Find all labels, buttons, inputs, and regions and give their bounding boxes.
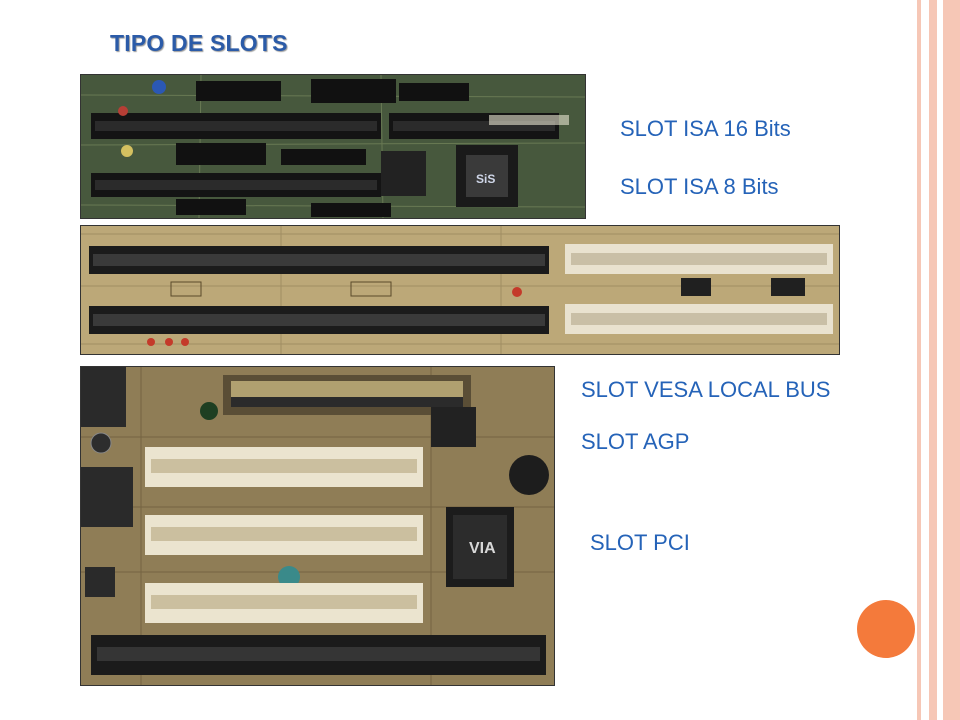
vesa-slots-photo: [80, 225, 840, 355]
label-isa-16: SLOT ISA 16 Bits: [620, 116, 791, 141]
pci-board-image: VIA: [81, 367, 554, 685]
svg-text:SiS: SiS: [476, 172, 495, 186]
vesa-board-image: [81, 226, 839, 354]
label-pci: SLOT PCI: [590, 530, 690, 555]
accent-dot: [857, 600, 915, 658]
side-stripe-inner: [943, 0, 960, 720]
label-isa-8: SLOT ISA 8 Bits: [620, 174, 779, 199]
side-stripe-middle: [929, 0, 937, 720]
svg-text:VIA: VIA: [469, 540, 496, 557]
side-stripe-outer: [917, 0, 921, 720]
isa-slots-photo: SiS: [80, 74, 586, 219]
agp-pci-slots-photo: VIA: [80, 366, 555, 686]
slide-title: TIPO DE SLOTS: [110, 30, 288, 56]
label-agp: SLOT AGP: [581, 429, 690, 454]
isa-board-image: SiS: [81, 75, 585, 218]
label-vesa-local-bus: SLOT VESA LOCAL BUS: [581, 377, 831, 402]
